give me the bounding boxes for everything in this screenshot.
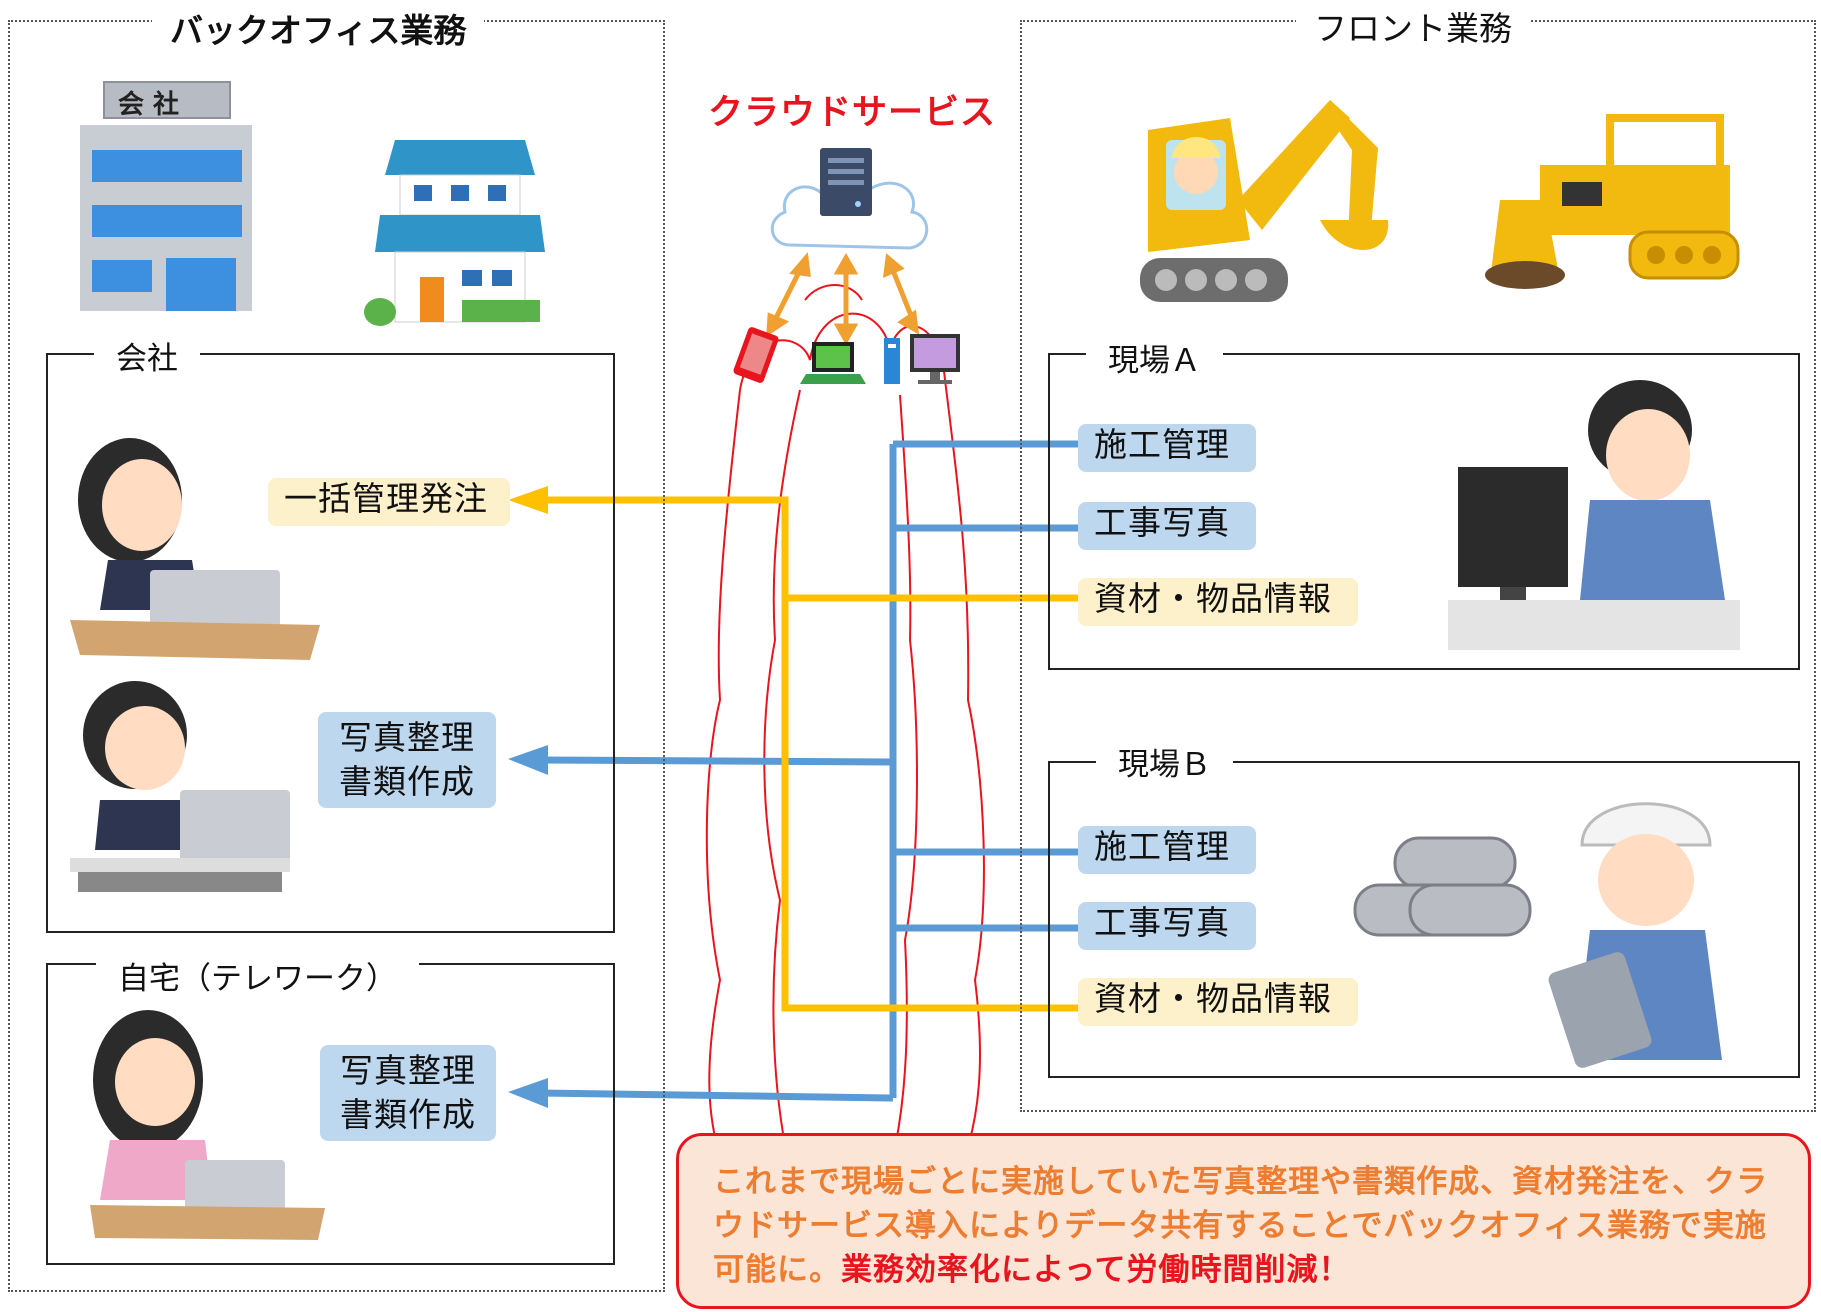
cloud-server-icon	[770, 148, 929, 250]
home-photo-docs-line1: 写真整理	[340, 1051, 476, 1090]
bulk-order-tag: 一括管理発注	[268, 478, 510, 526]
site-a-construction-mgmt-tag: 施工管理	[1078, 424, 1256, 472]
blue-arrowheads	[508, 745, 548, 1108]
bulldozer-icon	[1485, 114, 1740, 289]
home-photo-docs-tag: 写真整理 書類作成	[320, 1045, 496, 1141]
cloud-service-title: クラウドサービス	[708, 93, 997, 133]
yellow-arrowheads	[508, 486, 548, 514]
site-b-box	[1048, 761, 1800, 1078]
site-b-materials-tag: 資材・物品情報	[1078, 978, 1358, 1026]
office-title: 会社	[94, 341, 200, 377]
building-sign: 会 社	[118, 90, 180, 120]
office-photo-docs-tag: 写真整理 書類作成	[318, 712, 496, 808]
sync-arrows	[766, 252, 920, 346]
office-worker-woman-icon	[70, 438, 320, 660]
site-worker-pc-icon	[1448, 380, 1740, 650]
excavator-icon	[1140, 100, 1389, 302]
cloud-outline	[705, 284, 985, 1171]
home-photo-docs-line2: 書類作成	[340, 1095, 476, 1134]
office-building-icon	[80, 81, 252, 311]
site-b-construction-photo-tag: 工事写真	[1078, 902, 1256, 950]
office-worker-man-icon	[70, 681, 290, 892]
site-a-title: 現場Ａ	[1086, 343, 1223, 379]
office-box	[46, 353, 615, 933]
site-a-materials-tag: 資材・物品情報	[1078, 578, 1358, 626]
site-a-box	[1048, 353, 1800, 670]
office-photo-docs-line2: 書類作成	[339, 762, 475, 801]
pipes-icon	[1353, 836, 1532, 937]
summary-note-highlight: 業務効率化によって労働時間削減！	[841, 1252, 1351, 1288]
back-office-title: バックオフィス業務	[152, 12, 485, 50]
site-a-construction-photo-tag: 工事写真	[1078, 502, 1256, 550]
devices-icon	[733, 327, 960, 384]
house-icon	[364, 140, 545, 326]
office-photo-docs-line1: 写真整理	[339, 718, 475, 757]
summary-note: これまで現場ごとに実施していた写真整理や書類作成、資材発注を、クラウドサービス導…	[676, 1133, 1811, 1309]
summary-note-text: これまで現場ごとに実施していた写真整理や書類作成、資材発注を、クラウドサービス導…	[713, 1164, 1769, 1288]
site-worker-tablet-icon	[1548, 802, 1722, 1068]
home-title: 自宅（テレワーク）	[96, 961, 419, 997]
yellow-connections	[540, 496, 1080, 1012]
front-title: フロント業務	[1296, 10, 1530, 48]
telework-woman-icon	[90, 1010, 325, 1240]
site-b-construction-mgmt-tag: 施工管理	[1078, 826, 1256, 874]
site-b-title: 現場Ｂ	[1096, 747, 1233, 783]
